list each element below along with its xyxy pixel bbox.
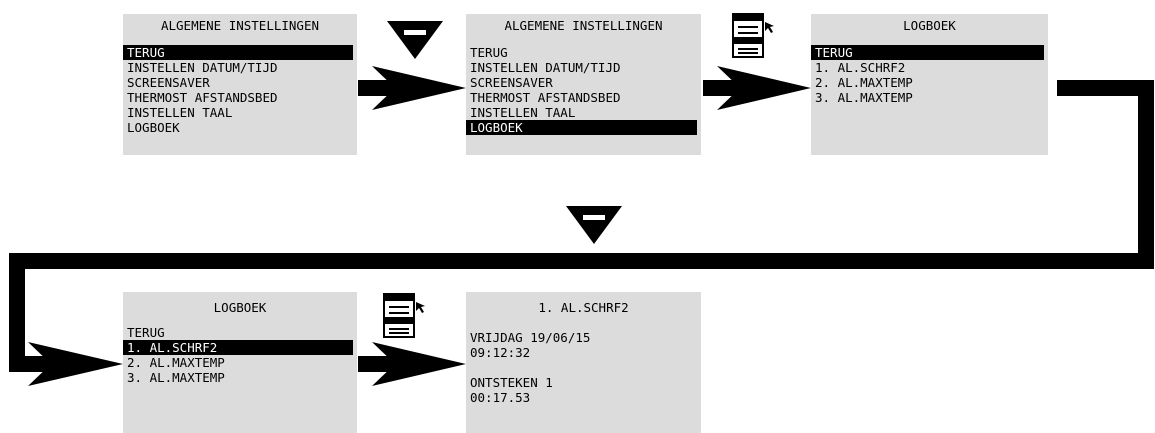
log-duration: 00:17.53 <box>470 390 531 405</box>
arrow-right-icon <box>358 66 466 110</box>
display-screen-menu-general: ALGEMENE INSTELLINGEN TERUG INSTELLEN DA… <box>123 14 357 155</box>
display-screen-logboek: LOGBOEK TERUG 1. AL.SCHRF2 2. AL.MAXTEMP… <box>811 14 1048 155</box>
log-entry: 1. AL.SCHRF2 <box>123 340 353 355</box>
screen-title: ALGEMENE INSTELLINGEN <box>504 18 663 33</box>
screen-title: ALGEMENE INSTELLINGEN <box>160 18 320 33</box>
log-entry: 2. AL.MAXTEMP <box>815 75 913 90</box>
display-screen-logboek-entry-selected: LOGBOEK TERUG 1. AL.SCHRF2 2. AL.MAXTEMP… <box>123 292 357 433</box>
arrow-right-icon <box>703 66 811 110</box>
log-date: VRIJDAG 19/06/15 <box>470 330 591 345</box>
menu-item-terug: TERUG <box>811 45 1044 60</box>
arrow-right-icon <box>358 342 466 386</box>
screen-title: 1. AL.SCHRF2 <box>538 300 629 315</box>
display-screen-menu-general-logboek-selected: ALGEMENE INSTELLINGEN TERUG INSTELLEN DA… <box>466 14 701 155</box>
menu-item-thermost: THERMOST AFSTANDSBED <box>470 90 621 105</box>
menu-item-thermost: THERMOST AFSTANDSBED <box>127 90 278 105</box>
menu-item-terug: TERUG <box>123 45 353 60</box>
menu-item-screensaver: SCREENSAVER <box>127 75 210 90</box>
menu-item-taal: INSTELLEN TAAL <box>470 105 576 120</box>
log-entry: 3. AL.MAXTEMP <box>815 90 913 105</box>
log-entry: 2. AL.MAXTEMP <box>127 355 225 370</box>
down-button-icon <box>387 21 443 59</box>
menu-item-logboek: LOGBOEK <box>127 120 180 135</box>
menu-item-datum-tijd: INSTELLEN DATUM/TIJD <box>470 60 621 75</box>
menu-select-button-icon <box>732 13 774 58</box>
menu-item-terug: TERUG <box>470 45 508 60</box>
display-screen-log-detail: 1. AL.SCHRF2 VRIJDAG 19/06/15 09:12:32 O… <box>466 292 701 433</box>
log-entry: 1. AL.SCHRF2 <box>815 60 906 75</box>
log-time: 09:12:32 <box>470 345 531 360</box>
screen-title: LOGBOEK <box>213 300 267 315</box>
menu-item-logboek: LOGBOEK <box>466 120 697 135</box>
connector-path <box>9 80 1154 386</box>
menu-item-screensaver: SCREENSAVER <box>470 75 553 90</box>
menu-select-button-icon <box>383 293 425 338</box>
down-button-icon <box>566 206 622 244</box>
menu-item-taal: INSTELLEN TAAL <box>127 105 233 120</box>
menu-item-datum-tijd: INSTELLEN DATUM/TIJD <box>127 60 278 75</box>
log-event: ONTSTEKEN 1 <box>470 375 553 390</box>
log-entry: 3. AL.MAXTEMP <box>127 370 225 385</box>
menu-item-terug: TERUG <box>127 325 165 340</box>
screen-title: LOGBOEK <box>903 18 956 33</box>
